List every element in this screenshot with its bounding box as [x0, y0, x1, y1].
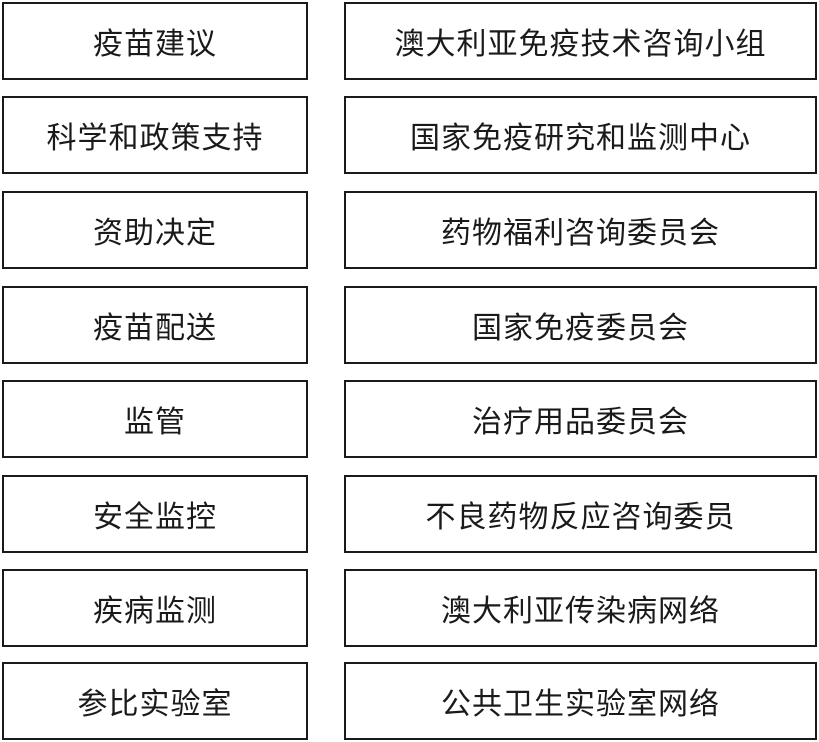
- function-box: 疾病监测: [2, 569, 308, 647]
- organization-box: 治疗用品委员会: [344, 380, 817, 458]
- organization-box: 国家免疫委员会: [344, 286, 817, 364]
- function-box: 资助决定: [2, 191, 308, 269]
- diagram-row: 监管 治疗用品委员会: [0, 380, 819, 458]
- function-box: 疫苗配送: [2, 286, 308, 364]
- function-box: 监管: [2, 380, 308, 458]
- diagram-row: 安全监控 不良药物反应咨询委员: [0, 475, 819, 553]
- diagram-row: 资助决定 药物福利咨询委员会: [0, 191, 819, 269]
- diagram-row: 疫苗建议 澳大利亚免疫技术咨询小组: [0, 2, 819, 80]
- organization-box: 药物福利咨询委员会: [344, 191, 817, 269]
- organization-box: 公共卫生实验室网络: [344, 662, 817, 740]
- diagram-row: 疾病监测 澳大利亚传染病网络: [0, 569, 819, 647]
- organization-box: 国家免疫研究和监测中心: [344, 96, 817, 174]
- diagram-row: 科学和政策支持 国家免疫研究和监测中心: [0, 96, 819, 174]
- function-box: 疫苗建议: [2, 2, 308, 80]
- function-box: 安全监控: [2, 475, 308, 553]
- organization-box: 不良药物反应咨询委员: [344, 475, 817, 553]
- function-box: 科学和政策支持: [2, 96, 308, 174]
- diagram-row: 参比实验室 公共卫生实验室网络: [0, 662, 819, 740]
- function-box: 参比实验室: [2, 662, 308, 740]
- organization-box: 澳大利亚传染病网络: [344, 569, 817, 647]
- organization-box: 澳大利亚免疫技术咨询小组: [344, 2, 817, 80]
- diagram-row: 疫苗配送 国家免疫委员会: [0, 286, 819, 364]
